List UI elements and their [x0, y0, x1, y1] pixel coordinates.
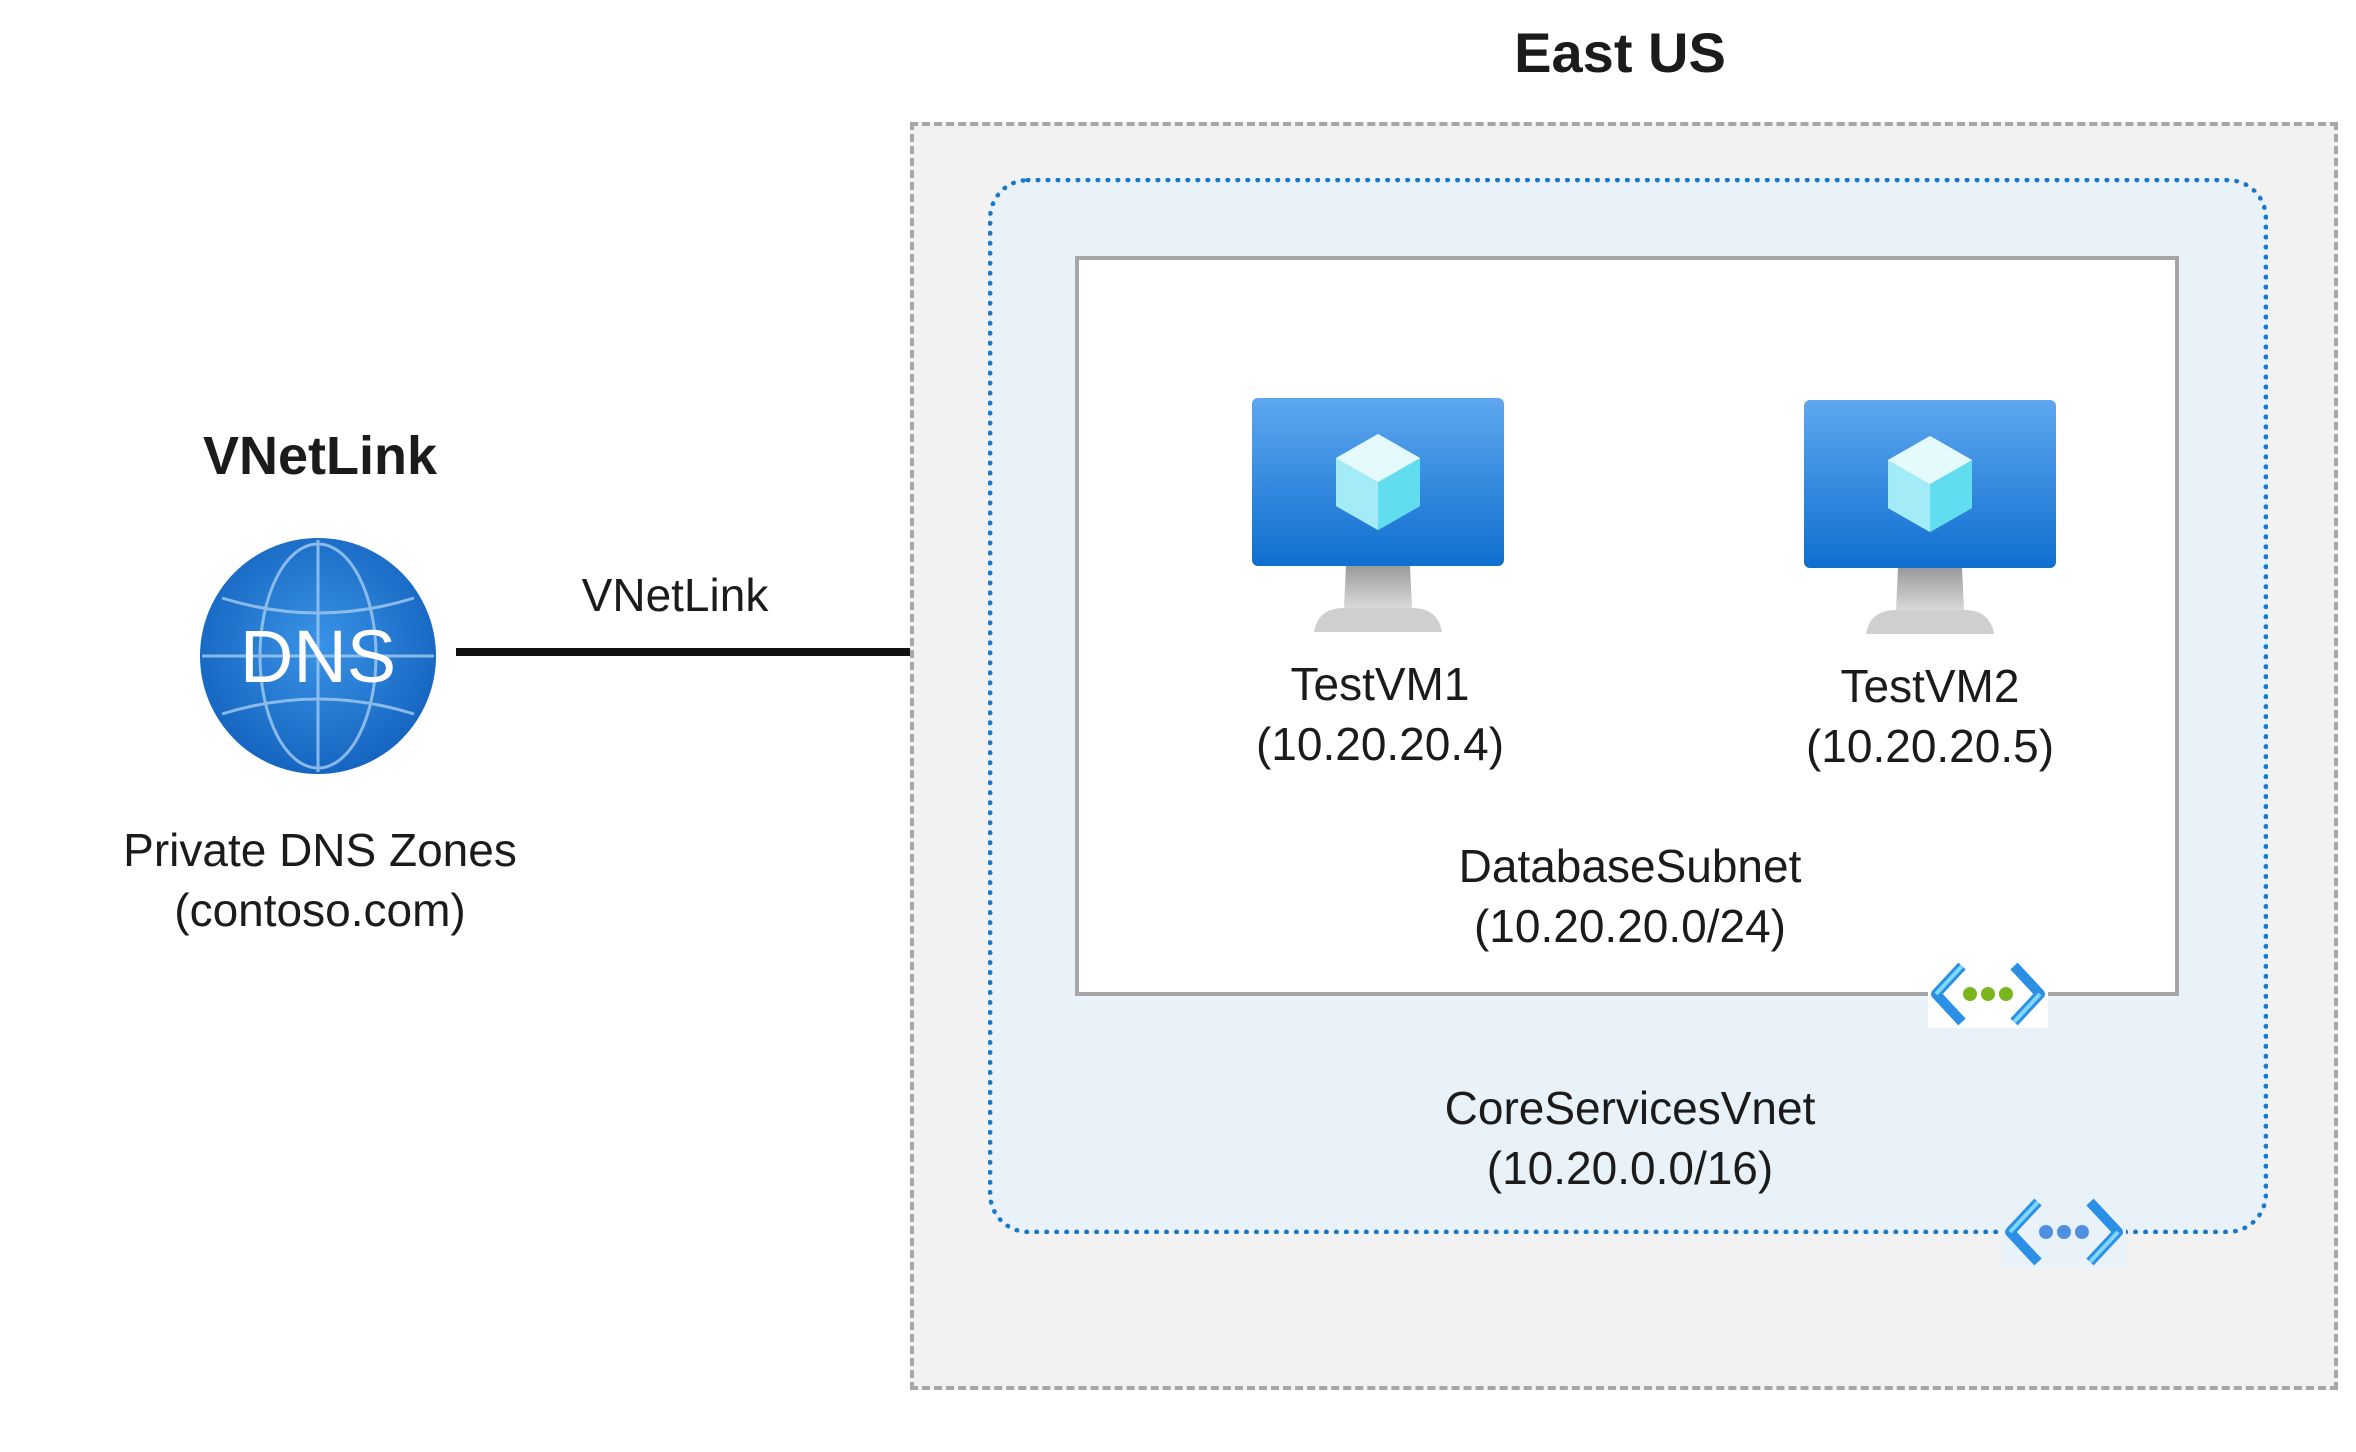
subnet-icon — [1928, 960, 2048, 1028]
virtual-network-icon — [2002, 1196, 2126, 1268]
subnet-name: DatabaseSubnet — [1458, 840, 1802, 892]
dns-zone-name: Private DNS Zones — [123, 824, 517, 876]
dns-heading: VNetLink — [202, 426, 438, 486]
virtual-machine-icon — [1252, 398, 1504, 632]
vm1-ip: (10.20.20.4) — [1255, 718, 1505, 770]
virtual-machine-icon — [1804, 400, 2056, 634]
vnet-name: CoreServicesVnet — [1444, 1082, 1816, 1134]
vm2-name: TestVM2 — [1840, 660, 2020, 712]
dns-zone-domain: (contoso.com) — [174, 884, 466, 936]
region-title: East US — [1514, 21, 1726, 84]
vm2-ip: (10.20.20.5) — [1805, 720, 2055, 772]
subnet-container — [1075, 256, 2179, 996]
vm1-name: TestVM1 — [1290, 658, 1470, 710]
vnet-link-line — [456, 648, 912, 656]
vnet-cidr: (10.20.0.0/16) — [1486, 1142, 1774, 1194]
dns-icon-text: DNS — [240, 615, 396, 698]
subnet-cidr: (10.20.20.0/24) — [1473, 900, 1786, 952]
link-label: VNetLink — [581, 569, 769, 621]
dns-globe-icon: DNS — [200, 538, 436, 774]
